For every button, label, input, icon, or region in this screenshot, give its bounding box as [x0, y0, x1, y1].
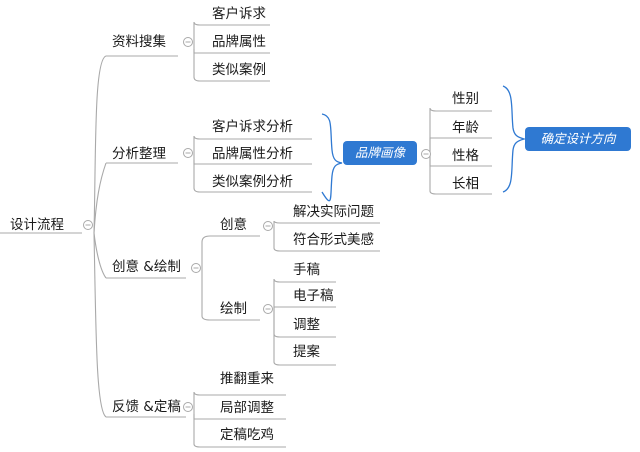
leaf-node[interactable]: 客户诉求	[212, 6, 266, 22]
leaf-node[interactable]: 调整	[293, 317, 320, 333]
leaf-node[interactable]: 客户诉求分析	[212, 119, 293, 135]
leaf-node[interactable]: 性格	[452, 148, 479, 164]
leaf-node[interactable]: 推翻重来	[220, 371, 274, 387]
leaf-node[interactable]: 类似案例分析	[212, 174, 293, 190]
leaf-node[interactable]: 提案	[293, 344, 320, 360]
leaf-node[interactable]: 性别	[452, 91, 479, 107]
leaf-node[interactable]: 类似案例	[212, 62, 266, 78]
leaf-node[interactable]: 手稿	[293, 262, 320, 278]
subbranch-drawing[interactable]: 绘制	[220, 301, 247, 317]
branch-data-collection[interactable]: 资料搜集	[112, 34, 166, 50]
branch-creative-drawing[interactable]: 创意 &绘制	[112, 259, 181, 275]
branch-analysis[interactable]: 分析整理	[112, 146, 166, 162]
leaf-node[interactable]: 解决实际问题	[293, 204, 374, 220]
leaf-node[interactable]: 长相	[452, 176, 479, 192]
summary-design-direction[interactable]: 确定设计方向	[525, 127, 631, 151]
leaf-node[interactable]: 局部调整	[220, 400, 274, 416]
leaf-node[interactable]: 年龄	[452, 120, 479, 136]
leaf-node[interactable]: 符合形式美感	[293, 232, 374, 248]
leaf-node[interactable]: 品牌属性分析	[212, 146, 293, 162]
summary-brand-portrait[interactable]: 品牌画像	[343, 141, 417, 165]
branch-feedback-final[interactable]: 反馈 &定稿	[112, 399, 181, 415]
leaf-node[interactable]: 定稿吃鸡	[220, 427, 274, 443]
leaf-node[interactable]: 电子稿	[293, 288, 334, 304]
root-node[interactable]: 设计流程	[10, 217, 64, 233]
subbranch-creative[interactable]: 创意	[220, 217, 247, 233]
leaf-node[interactable]: 品牌属性	[212, 34, 266, 50]
